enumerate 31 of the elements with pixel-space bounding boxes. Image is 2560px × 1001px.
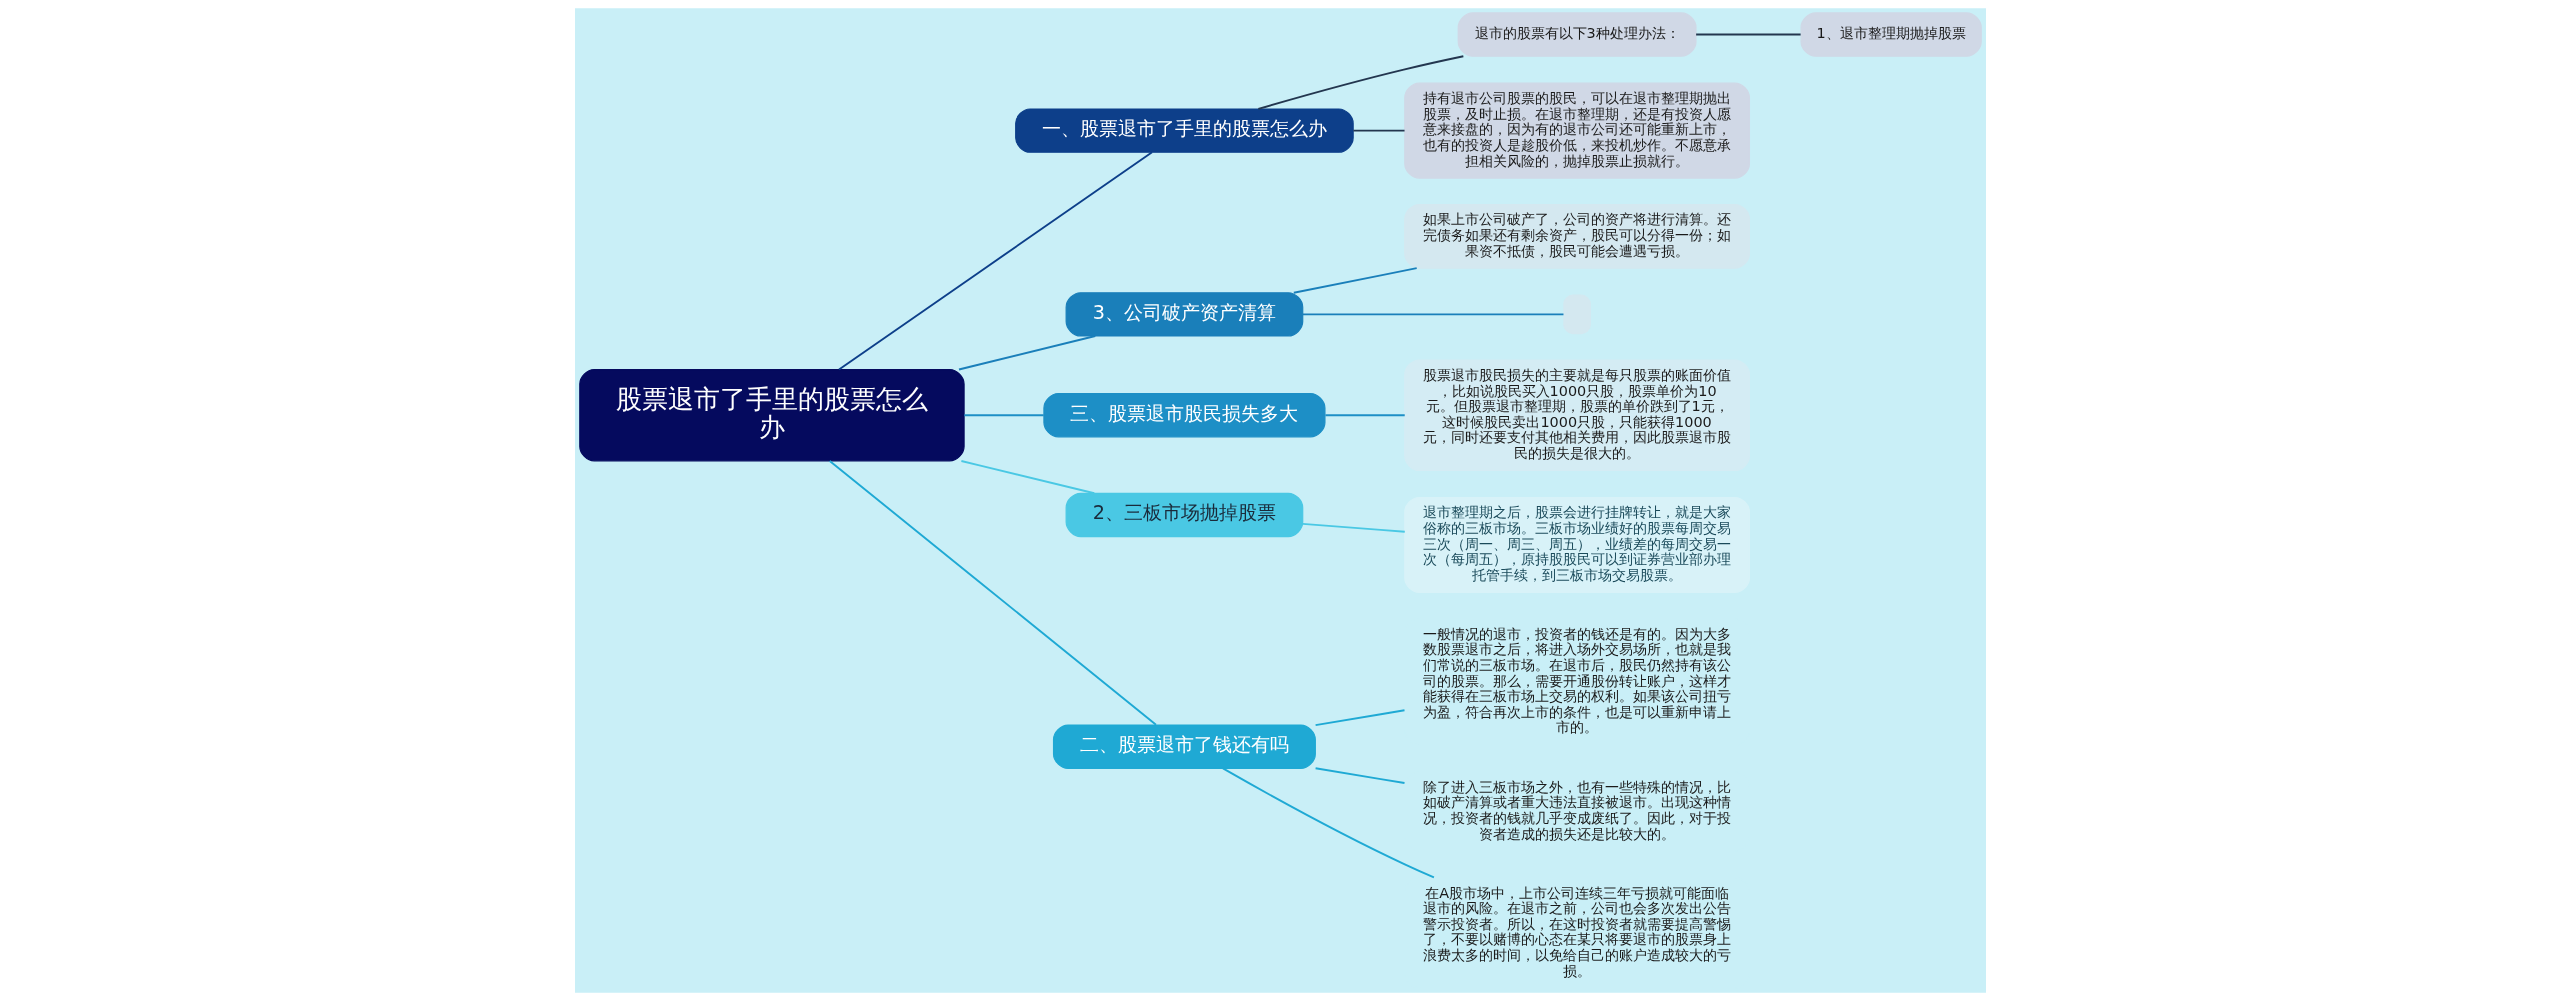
connector: [1292, 267, 1418, 294]
connector: [1314, 767, 1405, 784]
node-box: 二、股票退市了钱还有吗: [1052, 724, 1316, 769]
node-text: 在A股市场中，上市公司连续三年亏损就可能面临退市的风险。在退市之前，公司也会多次发出公告警示投资者。所以，在这时投资者就需要提高警惕了，不要以赌博的心态在某只将要退市的股票身上浪费太多的时间，以免给自己的账户造成较大的亏损。: [1422, 884, 1731, 979]
node-box: 股票退市股民损失的主要就是每只股票的账面价值，比如说股民买入1000只股，股票单价为10元。但股票退市整理期，股票的单价跌到了1元，这时候股民卖出1000只股，只能获得1000元，同时还要支付其他相关费用，因此股票退市股民的损失是很大的。: [1403, 359, 1750, 472]
node-box: 3、公司破产资产清算: [1065, 292, 1303, 337]
connector: [962, 414, 1045, 417]
connector: [1301, 313, 1564, 316]
node-box: 2、三板市场抛掉股票: [1065, 492, 1303, 538]
connector: [1694, 33, 1802, 36]
connector: [1221, 767, 1435, 879]
node-box: [1562, 294, 1591, 335]
node-box: 一、股票退市了手里的股票怎么办: [1014, 108, 1354, 153]
node-box: 退市整理期之后，股票会进行挂牌转让，就是大家俗称的三板市场。三板市场业绩好的股票每周交易三次（周一、周三、周五），业绩差的每周交易一次（每周五），原持股股民可以到证券营业部办理托管手续，到三板市场交易股票。: [1403, 496, 1750, 593]
connector: [828, 460, 1157, 726]
node-box: 1、退市整理期抛掉股票: [1799, 12, 1982, 57]
node-box: 持有退市公司股票的股民，可以在退市整理期抛出股票，及时止损。在退市整理期，还是有投资人愿意来接盘的，因为有的退市公司还可能重新上市，也有的投资人是趁股价低，来投机炒作。不愿意承担相关风险的，抛掉股票止损就行。: [1403, 82, 1750, 179]
connector: [957, 335, 1096, 371]
connector: [1323, 414, 1406, 417]
connector: [1301, 522, 1406, 533]
node-text: 除了进入三板市场之外，也有一些特殊的情况，比如破产清算或者重大违法直接被退市。出现这种情况，投资者的钱就几乎变成废纸了。因此，对于投资者造成的损失还是比较大的。: [1422, 778, 1731, 842]
node-box: 退市的股票有以下3种处理办法：: [1457, 12, 1697, 57]
connector: [1314, 709, 1405, 727]
node-text: 一般情况的退市，投资者的钱还是有的。因为大多数股票退市之后，将进入场外交易场所，也就是我们常说的三板市场。在退市后，股民仍然持有该公司的股票。那么，需要开通股份转让账户，这样才能获得在三板市场上交易的权利。如果该公司扭亏为盈，符合再次上市的条件，也是可以重新申请上市的。: [1422, 625, 1731, 736]
node-box: 股票退市了手里的股票怎么办: [578, 369, 965, 462]
connector: [1351, 129, 1405, 132]
connector: [1256, 55, 1464, 110]
connector: [837, 151, 1153, 371]
node-box: 三、股票退市股民损失多大: [1042, 393, 1326, 438]
connector: [959, 460, 1095, 495]
node-box: 如果上市公司破产了，公司的资产将进行清算。还完债务如果还有剩余资产，股民可以分得一份；如果资不抵债，股民可能会遭遇亏损。: [1403, 203, 1750, 269]
